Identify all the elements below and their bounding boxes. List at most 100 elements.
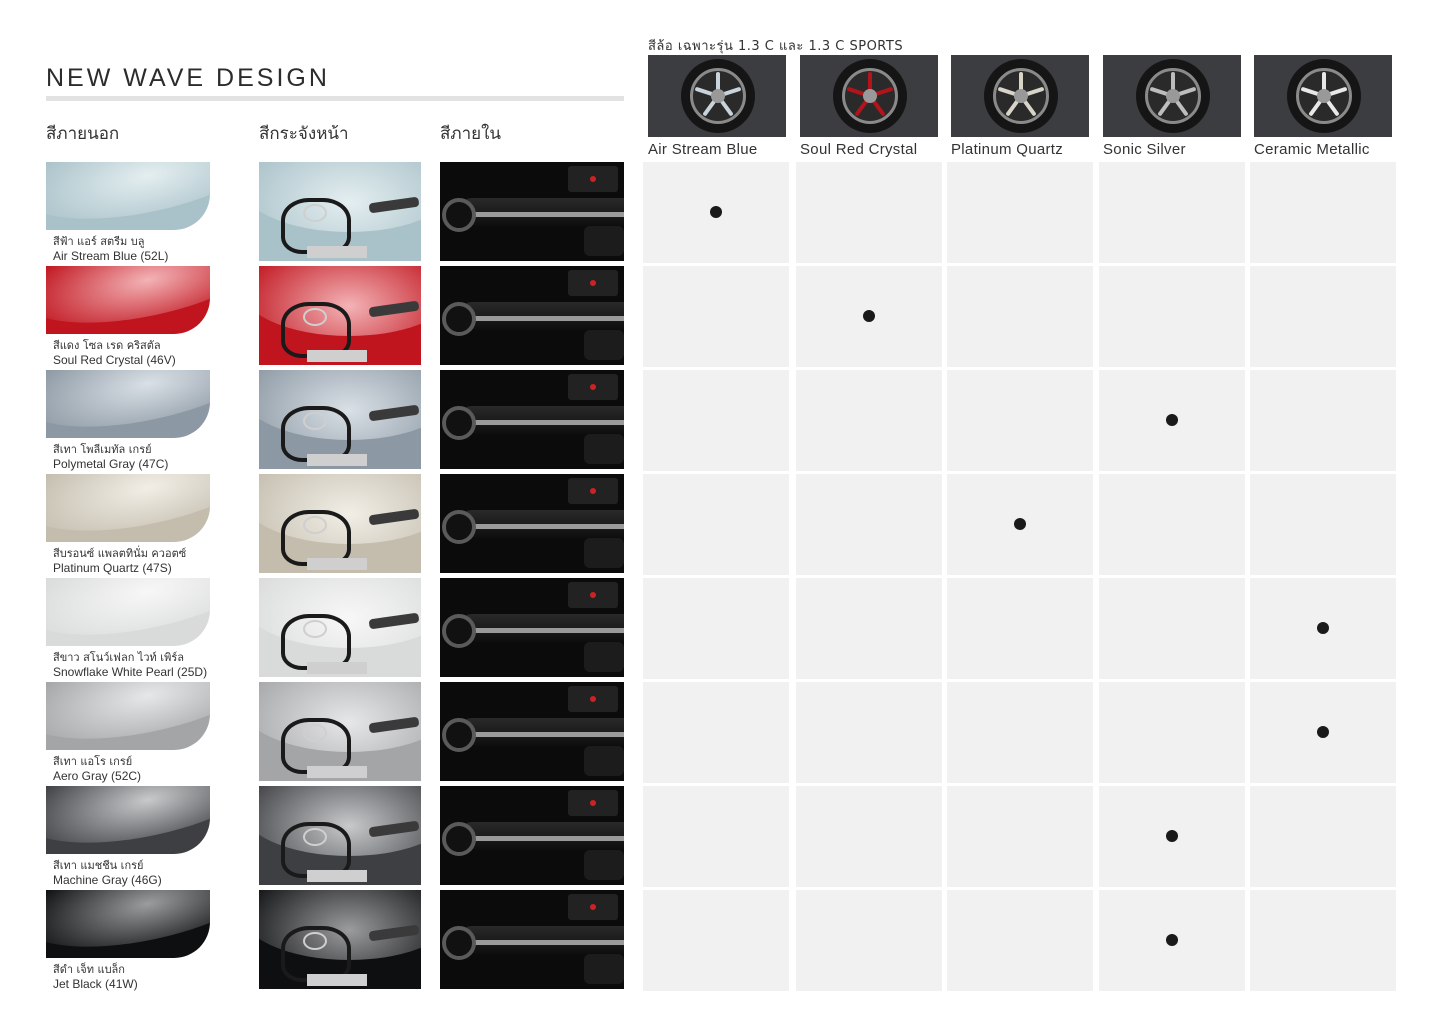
wheel-cell — [1250, 890, 1396, 991]
wheel-cell — [796, 370, 942, 471]
interior-image — [440, 162, 624, 261]
wheel-cell — [643, 890, 789, 991]
interior-image — [440, 890, 624, 989]
wheel-cell — [796, 266, 942, 367]
color-name-en: Air Stream Blue (52L) — [53, 249, 169, 263]
header-exterior: สีภายนอก — [46, 124, 120, 144]
wheel-cell — [1250, 578, 1396, 679]
wheel-cell — [796, 890, 942, 991]
wheel-image — [1103, 55, 1241, 137]
wheel-image — [800, 55, 938, 137]
availability-dot — [863, 310, 875, 322]
exterior-swatch — [46, 682, 210, 750]
color-row: สีเทา โพลีเมทัล เกรย์ Polymetal Gray (47… — [0, 370, 1443, 474]
wheel-cell — [643, 370, 789, 471]
hub — [1166, 89, 1180, 103]
wheel-cell — [1250, 162, 1396, 263]
color-row: สีฟ้า แอร์ สตรีม บลู Air Stream Blue (52… — [0, 162, 1443, 266]
interior-image — [440, 370, 624, 469]
wheel-cell — [796, 786, 942, 887]
wheel-image — [1254, 55, 1392, 137]
wheel-cell — [1099, 578, 1245, 679]
wheel-cell — [947, 890, 1093, 991]
interior-image — [440, 474, 624, 573]
exterior-swatch — [46, 162, 210, 230]
color-row: สีแดง โซล เรด คริสตัล Soul Red Crystal (… — [0, 266, 1443, 370]
wheel-label: Platinum Quartz — [951, 141, 1064, 158]
wheel-title: สีล้อ เฉพาะรุ่น 1.3 C และ 1.3 C SPORTS — [648, 39, 904, 54]
header-interior: สีภายใน — [440, 124, 502, 144]
availability-dot — [1014, 518, 1026, 530]
wheel-cell — [1250, 266, 1396, 367]
interior-image — [440, 578, 624, 677]
color-name-th: สีเทา แอโร เกรย์ — [53, 755, 133, 768]
wheel-cell — [947, 162, 1093, 263]
color-name-en: Polymetal Gray (47C) — [53, 457, 169, 471]
wheel-cell — [796, 578, 942, 679]
wheel-cell — [643, 578, 789, 679]
wheel-cell — [947, 370, 1093, 471]
availability-dot — [1166, 934, 1178, 946]
interior-image — [440, 786, 624, 885]
exterior-swatch — [46, 578, 210, 646]
color-name-en: Machine Gray (46G) — [53, 873, 162, 887]
color-name-th: สีฟ้า แอร์ สตรีม บลู — [53, 235, 145, 248]
wheel-cell — [1099, 370, 1245, 471]
exterior-swatch — [46, 890, 210, 958]
page-title: NEW WAVE DESIGN — [46, 64, 330, 92]
exterior-swatch — [46, 266, 210, 334]
grille-image — [259, 162, 421, 261]
wheel-cell — [1099, 786, 1245, 887]
color-name-th: สีดำ เจ็ท แบล็ก — [53, 963, 125, 976]
color-name-en: Snowflake White Pearl (25D) — [53, 665, 208, 679]
color-row: สีดำ เจ็ท แบล็ก Jet Black (41W) — [0, 890, 1443, 994]
wheel-cell — [643, 162, 789, 263]
color-row: สีบรอนซ์ แพลตทินั่ม ควอตซ์ Platinum Quar… — [0, 474, 1443, 578]
color-name-en: Platinum Quartz (47S) — [53, 561, 172, 575]
hub — [711, 89, 725, 103]
interior-image — [440, 266, 624, 365]
grille-image — [259, 578, 421, 677]
wheel-cell — [643, 682, 789, 783]
wheel-cell — [947, 786, 1093, 887]
wheel-cell — [643, 474, 789, 575]
hub — [863, 89, 877, 103]
hub — [1014, 89, 1028, 103]
availability-dot — [1317, 622, 1329, 634]
wheel-cell — [1099, 890, 1245, 991]
grille-image — [259, 786, 421, 885]
header-grille: สีกระจังหน้า — [259, 124, 349, 144]
wheel-label: Soul Red Crystal — [800, 141, 918, 158]
wheel-cell — [947, 266, 1093, 367]
availability-dot — [710, 206, 722, 218]
wheel-cell — [1099, 266, 1245, 367]
color-name-th: สีเทา แมชชีน เกรย์ — [53, 859, 144, 872]
wheel-cell — [1250, 474, 1396, 575]
grille-image — [259, 682, 421, 781]
wheel-cell — [1250, 786, 1396, 887]
rim — [690, 68, 746, 124]
color-row: สีเทา แอโร เกรย์ Aero Gray (52C) — [0, 682, 1443, 786]
interior-image — [440, 682, 624, 781]
wheel-cell — [947, 474, 1093, 575]
wheel-cell — [796, 474, 942, 575]
availability-dot — [1166, 830, 1178, 842]
wheel-image — [648, 55, 786, 137]
availability-dot — [1166, 414, 1178, 426]
color-row: สีเทา แมชชีน เกรย์ Machine Gray (46G) — [0, 786, 1443, 890]
wheel-label: Ceramic Metallic — [1254, 141, 1370, 158]
wheel-image — [951, 55, 1089, 137]
exterior-swatch — [46, 786, 210, 854]
grille-image — [259, 890, 421, 989]
wheel-cell — [1099, 162, 1245, 263]
color-name-en: Soul Red Crystal (46V) — [53, 353, 176, 367]
exterior-swatch — [46, 474, 210, 542]
wheel-cell — [643, 786, 789, 887]
grille-image — [259, 474, 421, 573]
color-name-en: Aero Gray (52C) — [53, 769, 142, 783]
wheel-label: Sonic Silver — [1103, 141, 1186, 158]
wheel-cell — [1250, 370, 1396, 471]
wheel-cell — [1099, 474, 1245, 575]
exterior-swatch — [46, 370, 210, 438]
color-name-th: สีบรอนซ์ แพลตทินั่ม ควอตซ์ — [53, 547, 187, 560]
